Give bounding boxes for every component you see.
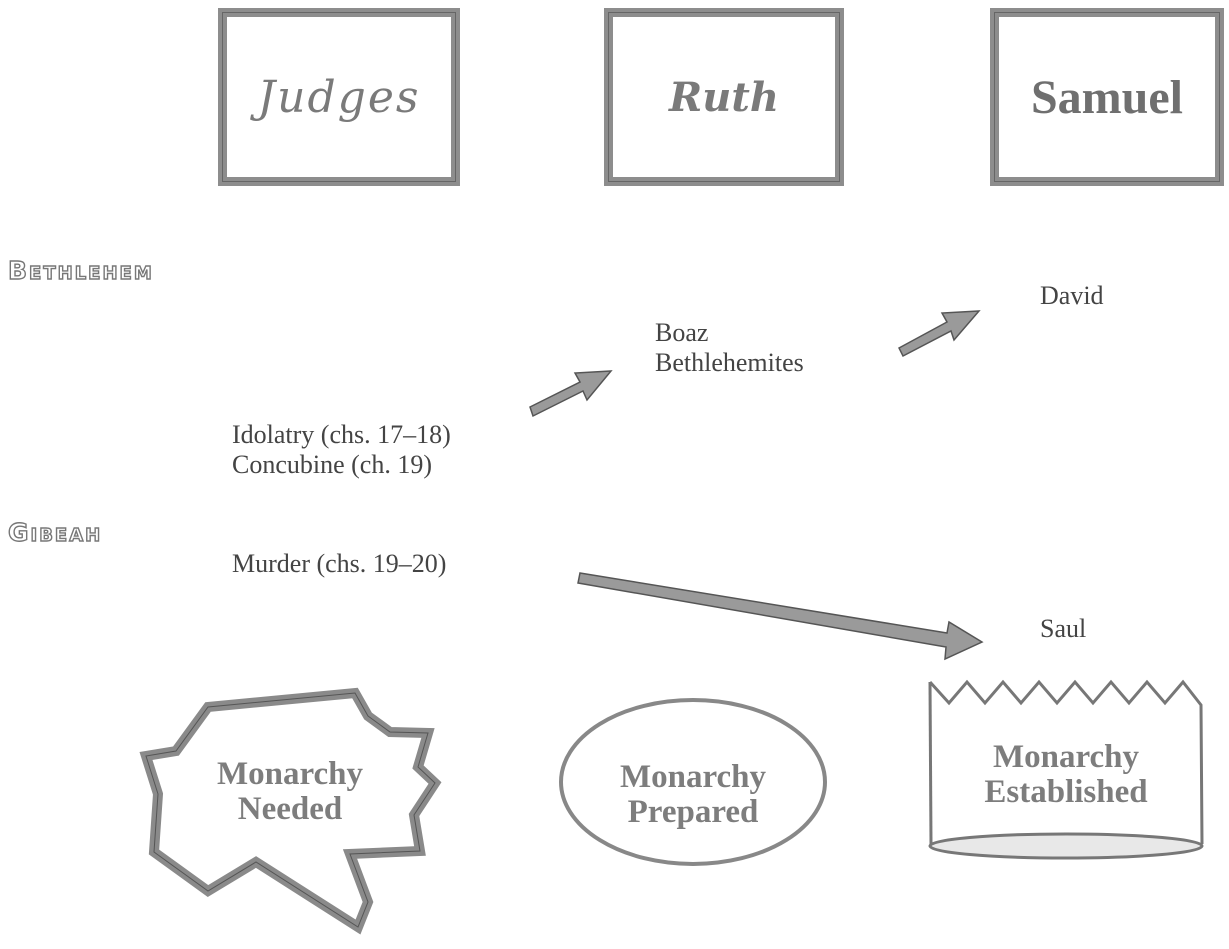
monarchy-established-line1: Monarchy <box>992 739 1140 775</box>
monarchy-established-crown <box>928 679 1204 860</box>
arrow-to-boaz <box>529 370 613 418</box>
ruth-book-box: Ruth <box>604 8 844 186</box>
monarchy-prepared-line1: Monarchy <box>619 759 767 795</box>
samuel-book-title: Samuel <box>1030 70 1183 124</box>
monarchy-established-label: Monarchy Established <box>950 740 1182 810</box>
boaz-label: Boaz <box>655 318 709 347</box>
concubine-label: Concubine (ch. 19) <box>232 450 433 479</box>
murder-label: Murder (chs. 19–20) <box>232 549 447 578</box>
samuel-book-box: Samuel <box>990 8 1224 186</box>
arrow-to-david <box>898 310 981 358</box>
ruth-book-title: Ruth <box>669 73 779 121</box>
arrow-to-saul <box>577 572 984 661</box>
monarchy-needed-line2: Needed <box>237 791 343 827</box>
monarchy-prepared-ellipse <box>559 698 827 866</box>
place-gibeah: Gibeah <box>7 517 103 547</box>
saul-label: Saul <box>1040 614 1087 643</box>
monarchy-needed-label: Monarchy Needed <box>180 757 400 827</box>
place-bethlehem: Bethlehem <box>7 255 154 285</box>
judges-book-title: Judges <box>257 71 421 123</box>
bethlehemites-label: Bethlehemites <box>655 348 804 377</box>
david-label: David <box>1040 281 1104 310</box>
monarchy-established-line2: Established <box>984 774 1148 810</box>
judges-book-box: Judges <box>218 8 460 186</box>
monarchy-prepared-label: Monarchy Prepared <box>580 760 806 830</box>
monarchy-prepared-line2: Prepared <box>627 794 759 830</box>
monarchy-needed-line1: Monarchy <box>216 756 364 792</box>
idolatry-label: Idolatry (chs. 17–18) <box>232 420 451 449</box>
monarchy-needed-shape <box>139 687 442 935</box>
